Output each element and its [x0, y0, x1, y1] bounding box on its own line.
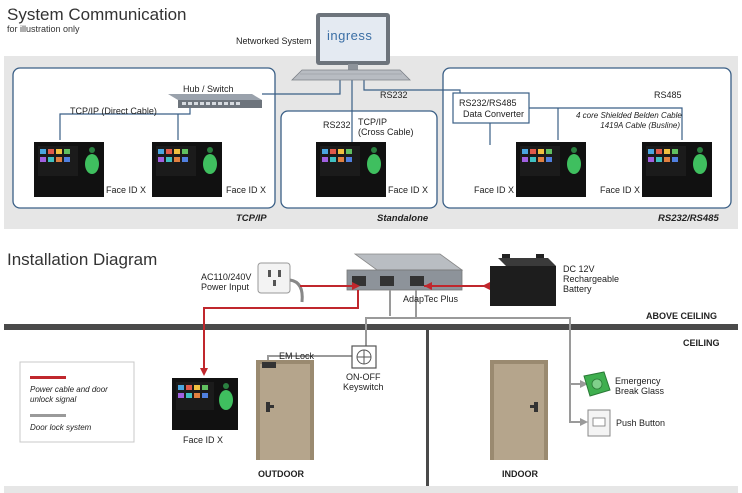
- battery-label-3: Battery: [563, 284, 592, 294]
- arrow-to-battery: [482, 282, 490, 290]
- face-id-device-4: [516, 142, 586, 197]
- keyswitch-label-1: ON-OFF: [346, 372, 381, 382]
- data-converter-box: [452, 92, 530, 124]
- computer-icon: [291, 13, 411, 81]
- legend-lock-label: Door lock system: [30, 423, 92, 432]
- adaptec-plus-icon: [346, 253, 464, 291]
- arrow-to-adaptec: [352, 282, 360, 290]
- push-button-icon: [587, 409, 611, 437]
- legend-red-swatch: [30, 376, 66, 379]
- device-label-2: Face ID X: [226, 185, 267, 195]
- emergency-break-glass-icon: [583, 371, 611, 397]
- battery-label-1: DC 12V: [563, 264, 595, 274]
- belden-label-1: 4 core Shielded Belden Cable: [576, 111, 682, 120]
- keyswitch-label-2: Keyswitch: [343, 382, 384, 392]
- power-cables: [203, 285, 486, 370]
- ceiling-label: CEILING: [683, 338, 720, 348]
- face-id-device-install: [172, 378, 238, 430]
- keyswitch-icon: [351, 345, 377, 369]
- push-button-label: Push Button: [616, 418, 666, 428]
- power-input-label-1: AC110/240V: [201, 272, 252, 282]
- tcpip-direct-label: TCP/IP (Direct Cable): [70, 106, 157, 116]
- device-label-1: Face ID X: [106, 185, 147, 195]
- hub-switch-icon: [168, 94, 262, 108]
- arrow-from-battery: [424, 282, 432, 290]
- outdoor-label: OUTDOOR: [258, 469, 304, 479]
- battery-label-2: Rechargeable: [563, 274, 620, 284]
- network-lines: [59, 78, 683, 145]
- networked-system-label: Networked System: [236, 36, 312, 46]
- indoor-label: INDOOR: [502, 469, 538, 479]
- power-outlet-icon: [257, 262, 304, 303]
- rs232-top-label: RS232: [380, 90, 408, 100]
- adaptec-label: AdapTec Plus: [403, 294, 459, 304]
- emergency-label-1: Emergency: [615, 376, 661, 386]
- section-tcpip-label: TCP/IP: [236, 213, 267, 224]
- section-standalone-label: Standalone: [377, 213, 429, 224]
- install-title: Installation Diagram: [7, 250, 158, 269]
- face-id-device-1: [34, 142, 104, 197]
- converter-label-1: RS232/RS485: [459, 98, 517, 108]
- converter-label-2: Data Converter: [463, 109, 525, 119]
- hub-switch-label: Hub / Switch: [183, 84, 234, 94]
- belden-label-2: 1419A Cable (Busline): [600, 121, 680, 130]
- monitor-brand: ingress: [327, 28, 373, 43]
- outdoor-door-icon: [256, 360, 314, 460]
- install-device-label: Face ID X: [183, 435, 224, 445]
- face-id-device-3: [316, 142, 386, 197]
- arrow-to-push-button: [580, 418, 588, 426]
- system-subtitle: for illustration only: [7, 24, 80, 34]
- device-label-3: Face ID X: [388, 185, 429, 195]
- tcpip-cross-label-1: TCP/IP: [358, 117, 388, 127]
- legend-box: [19, 361, 135, 443]
- arrow-to-device: [200, 368, 208, 376]
- floor-band: [4, 486, 738, 493]
- wall-divider: [426, 330, 429, 488]
- face-id-device-2: [152, 142, 222, 197]
- device-label-4: Face ID X: [474, 185, 515, 195]
- ceiling-beam: [4, 324, 738, 330]
- rs485-label: RS485: [654, 90, 682, 100]
- above-ceiling-label: ABOVE CEILING: [646, 311, 718, 321]
- system-title: System Communication: [7, 5, 187, 24]
- battery-icon: [490, 254, 556, 306]
- arrow-to-break-glass: [580, 380, 588, 388]
- legend-power-label-2: unlock signal: [30, 395, 77, 404]
- em-lock-label: EM Lock: [279, 351, 315, 361]
- rs232-standalone-label: RS232: [323, 120, 351, 130]
- face-id-device-5: [642, 142, 712, 197]
- device-label-5: Face ID X: [600, 185, 641, 195]
- legend-gray-swatch: [30, 414, 66, 417]
- legend-power-label-1: Power cable and door: [30, 385, 108, 394]
- emergency-label-2: Break Glass: [615, 386, 665, 396]
- power-input-label-2: Power Input: [201, 282, 250, 292]
- indoor-door-icon: [490, 360, 548, 460]
- tcpip-cross-label-2: (Cross Cable): [358, 127, 414, 137]
- section-rs-label: RS232/RS485: [658, 213, 719, 224]
